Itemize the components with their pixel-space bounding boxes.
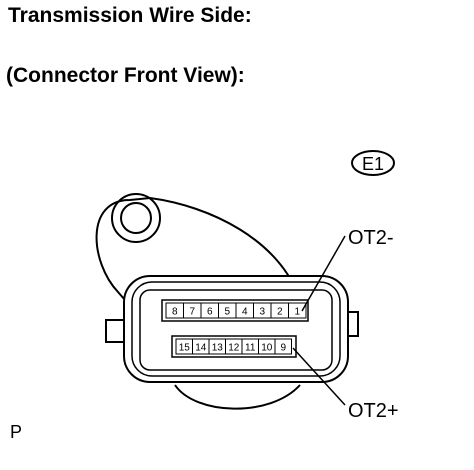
ot2-plus-label: OT2+ [348, 400, 399, 422]
top-pin-cell-1 [288, 302, 307, 319]
figure-tag: P [10, 422, 22, 442]
top-pin-label-6: 6 [207, 307, 213, 318]
bottom-pin-cell-9 [274, 338, 292, 355]
bottom-pin-label-15: 15 [179, 343, 191, 354]
title-transmission-wire-side: Transmission Wire Side: [8, 4, 252, 27]
ot2-minus-label: OT2- [348, 227, 394, 249]
connector-code-badge [351, 150, 395, 176]
rear-round-body [174, 384, 301, 410]
bottom-pin-label-14: 14 [195, 343, 207, 354]
top-pin-label-3: 3 [259, 307, 265, 318]
bottom-pin-label-12: 12 [228, 343, 240, 354]
bolt-hole-outer [111, 193, 161, 243]
connector-housing-outer [123, 275, 349, 383]
bottom-pin-row [171, 335, 297, 358]
connector-housing-inner [131, 281, 341, 377]
top-pin-label-5: 5 [224, 307, 230, 318]
bottom-pin-label-11: 11 [245, 343, 256, 354]
bottom-pin-label-13: 13 [212, 343, 224, 354]
connector-code-text: E1 [362, 154, 384, 174]
top-pin-row [161, 299, 309, 322]
connector-inner-frame [139, 289, 333, 371]
title-connector-front-view: (Connector Front View): [6, 64, 245, 87]
top-pin-label-8: 8 [172, 307, 178, 318]
bolt-hole-inner [120, 202, 152, 234]
ot2-plus-leader [292, 347, 346, 406]
top-pin-label-2: 2 [277, 307, 283, 318]
bottom-pin-label-9: 9 [280, 343, 286, 354]
top-pin-label-4: 4 [242, 307, 248, 318]
top-pin-label-1: 1 [294, 307, 300, 318]
ot2-minus-leader [301, 235, 346, 312]
top-pin-label-7: 7 [189, 307, 195, 318]
bottom-pin-label-10: 10 [261, 343, 273, 354]
